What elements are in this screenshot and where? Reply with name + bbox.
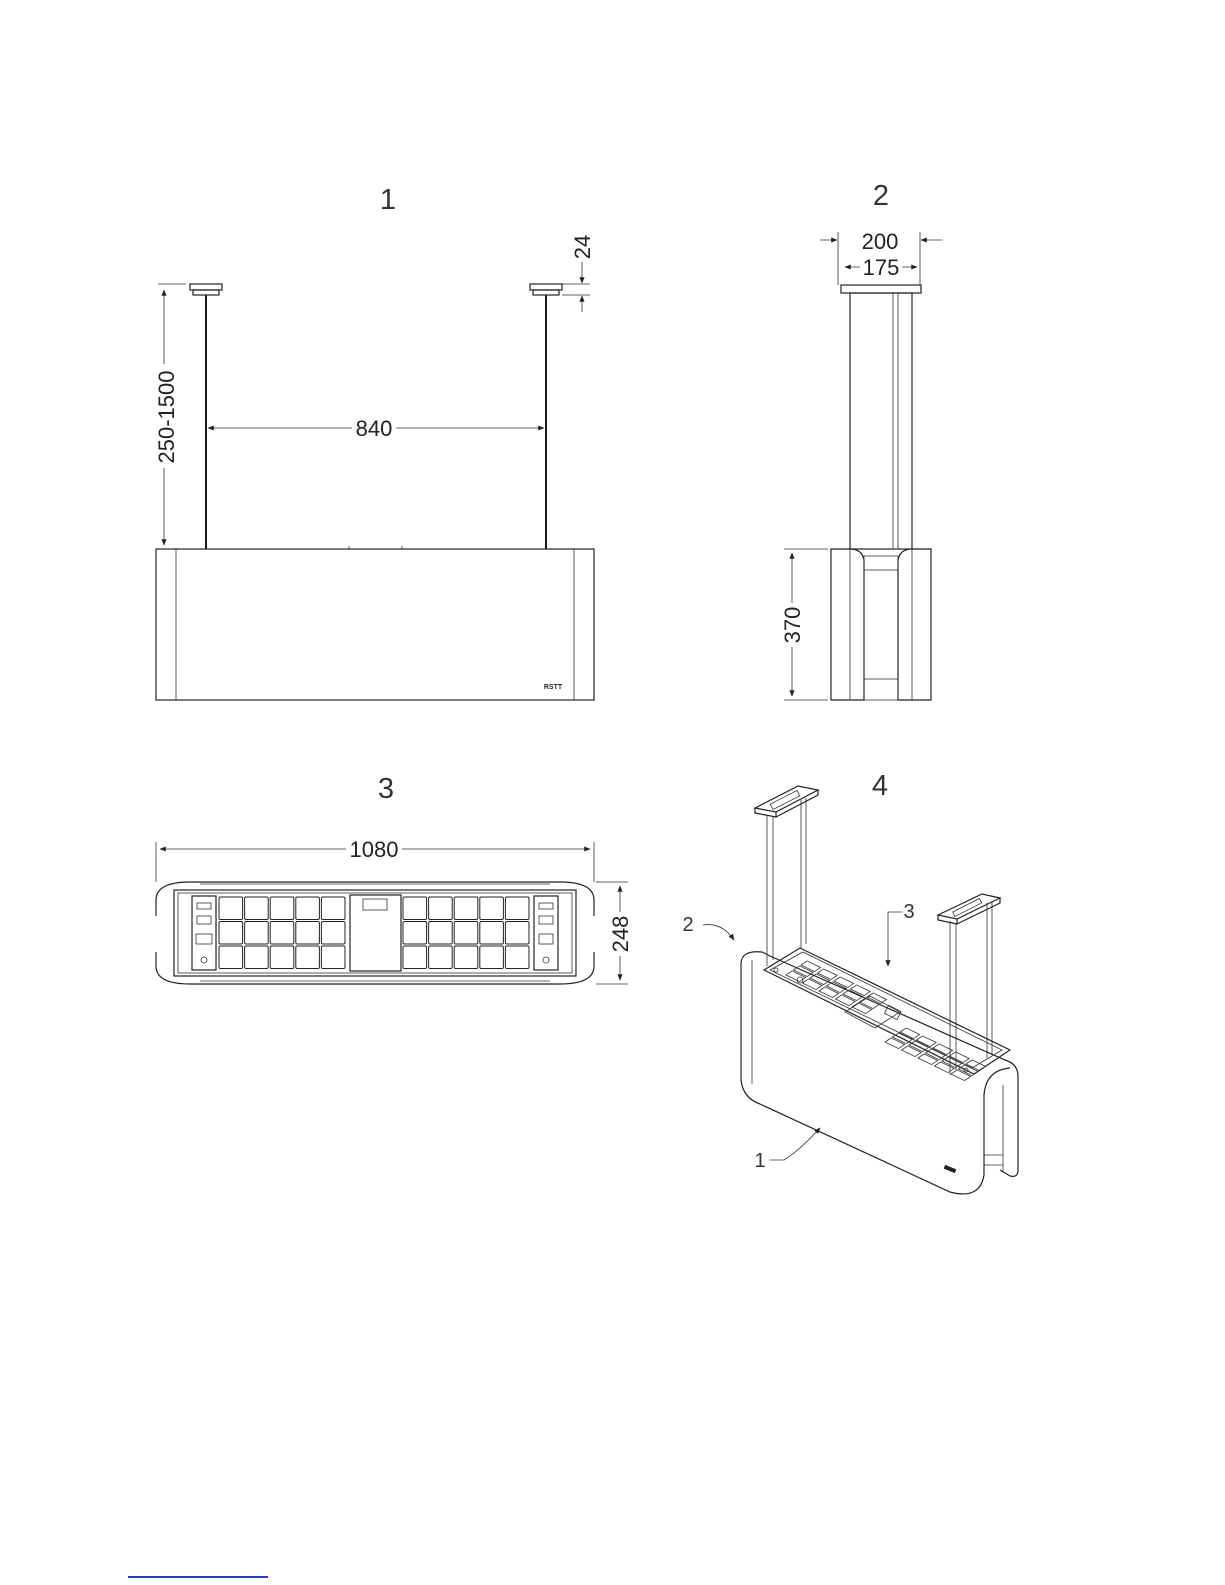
iso-filter-cell [935,1062,955,1073]
filter-cell [480,922,504,945]
dim-suspension-height-text: 250-1500 [154,371,179,464]
filter-cell [296,946,320,969]
filter-cell [429,922,453,945]
filter-cell [219,897,243,920]
terminal-block-right [534,896,558,970]
view-4-label: 4 [872,770,888,802]
iso-filter-cell [867,993,887,1004]
mounting-plate-side [841,285,921,293]
callout-1: 1 [754,1128,820,1172]
filter-cell [403,946,427,969]
ceiling-mount-right [530,284,562,295]
unit-body-front: RSTT [156,546,594,700]
iso-mount-left [755,786,818,817]
filter-cell [245,922,269,945]
ceiling-mount-left [190,284,222,295]
view-3-label: 3 [378,773,394,805]
dim-body-height-text: 370 [780,607,805,644]
filter-cell [454,946,478,969]
dim-plate-inner-width-text: 175 [863,255,900,280]
iso-filter-cell [852,1003,872,1014]
dimension-rod-spacing: 840 [208,416,544,441]
filter-cell [321,946,345,969]
filter-cell [429,946,453,969]
brand-logo: RSTT [544,684,563,691]
filter-cell [270,946,294,969]
dimension-body-height: 370 [780,549,828,700]
iso-filter-cell [885,1038,905,1049]
filter-cell [219,922,243,945]
filter-cell [245,946,269,969]
iso-filter-cell [819,987,839,998]
iso-filter-cell [843,990,863,1001]
iso-filter-cell [950,1052,970,1063]
filter-grid-left [219,897,345,969]
callout-1-text: 1 [754,1150,765,1172]
center-control-panel [350,895,401,971]
view-3-plan-view: 3 1080 [156,773,634,984]
view-1-front-elevation: 1 RSTT 250-1500 [150,184,595,700]
iso-filter-cell [902,1046,922,1057]
filter-cell [480,946,504,969]
unit-body-side [831,549,931,700]
dimension-suspension-height: 250-1500 [150,284,186,545]
callout-3: 3 [888,901,915,966]
iso-top-face [764,948,1010,1081]
callout-3-text: 3 [903,901,914,923]
view-1-label: 1 [380,184,396,216]
iso-filter-cell [917,1036,937,1047]
iso-filter-cell [827,982,847,993]
iso-mount-right [938,894,1000,924]
terminal-block-left [192,896,216,970]
dimension-overall-length: 1080 [156,837,594,882]
footnote-separator [128,1576,268,1578]
view-2-side-elevation: 2 200 175 [780,180,942,700]
filter-cell [296,922,320,945]
dimension-mount-thickness: 24 [562,235,595,312]
filter-cell [454,897,478,920]
callout-2: 2 [682,914,734,940]
dimension-plate-inner-width: 175 [845,255,917,280]
filter-cell [505,922,529,945]
dim-overall-length-text: 1080 [350,837,399,862]
filter-cell [219,946,243,969]
filter-cell [270,922,294,945]
filter-cell [321,922,345,945]
iso-filter-cell [803,979,823,990]
iso-filter-cell [851,985,871,996]
callout-2-text: 2 [682,914,693,936]
filter-cell [505,946,529,969]
iso-filter-cell [900,1028,920,1039]
filter-cell [296,897,320,920]
suspension-column-side [850,293,912,549]
iso-filter-cell [836,995,856,1006]
dim-mount-thickness-text: 24 [570,235,595,259]
iso-filter-cell [918,1054,938,1065]
filter-cell [505,897,529,920]
dim-overall-depth-text: 248 [608,916,633,953]
iso-filter-cell [801,961,821,972]
filter-cell [403,922,427,945]
filter-cell [270,897,294,920]
filter-cell [403,897,427,920]
view-4-isometric: 4 [682,770,1018,1194]
filter-cell [454,922,478,945]
filter-cell [429,897,453,920]
dimension-overall-depth: 248 [596,882,634,984]
filter-grid-right [403,897,529,969]
dim-rod-spacing-text: 840 [356,416,393,441]
dim-plate-outer-width-text: 200 [862,229,899,254]
filter-cell [321,897,345,920]
iso-suspension-rods [767,798,992,1075]
view-2-label: 2 [873,180,889,212]
filter-cell [245,897,269,920]
filter-cell [480,897,504,920]
